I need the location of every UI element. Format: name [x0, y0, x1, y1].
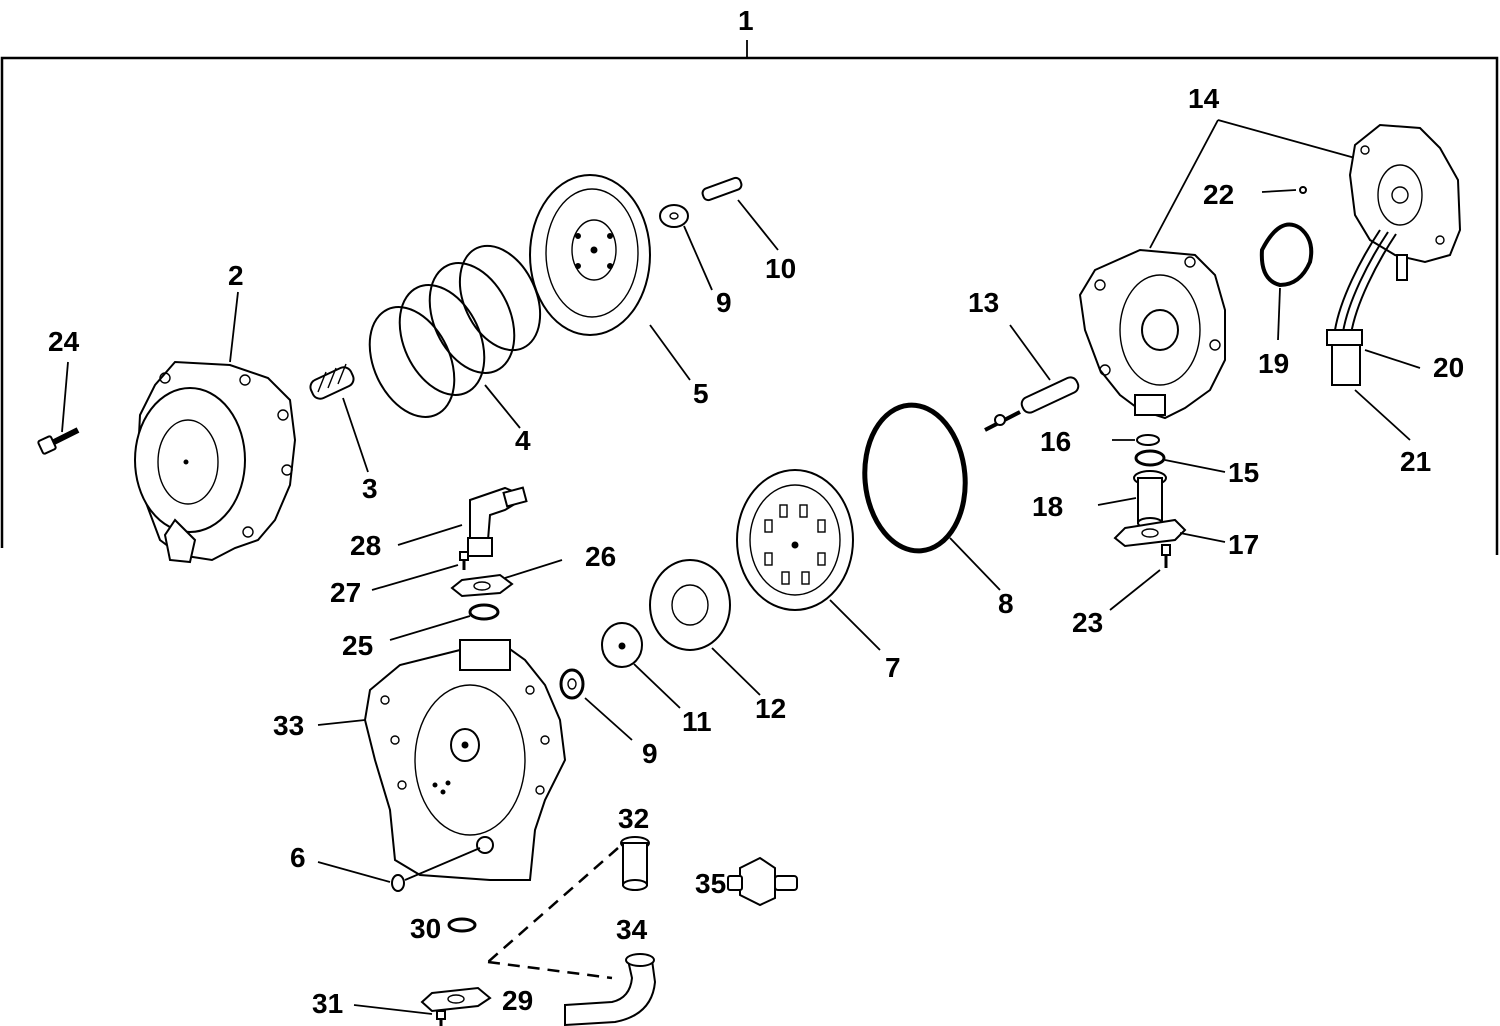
label-part-14: 14	[1188, 83, 1220, 114]
part-16-washer	[1112, 434, 1160, 446]
label-part-32: 32	[618, 803, 649, 834]
label-part-19: 19	[1258, 348, 1289, 379]
label-part-15: 15	[1228, 457, 1259, 488]
part-10-pin	[701, 176, 779, 251]
part-13-valve	[984, 324, 1080, 432]
label-part-4: 4	[515, 425, 531, 456]
part-25-o-ring	[389, 603, 500, 641]
label-part-27: 27	[330, 577, 361, 608]
part-26-flange	[450, 559, 563, 598]
label-part-12: 12	[755, 693, 786, 724]
part-22-ball	[1261, 186, 1307, 194]
part-17-flange	[1113, 518, 1226, 548]
label-part-8: 8	[998, 588, 1014, 619]
label-part-2: 2	[228, 260, 244, 291]
label-part-29: 29	[502, 985, 533, 1016]
part-2-end-cover	[134, 291, 297, 564]
part-23-screw	[1109, 544, 1171, 611]
part-20-21-sensor	[1326, 123, 1462, 441]
part-9-washer-lower	[559, 668, 633, 741]
label-part-9-lower: 9	[642, 738, 658, 769]
label-part-7: 7	[885, 652, 901, 683]
part-29-flange	[420, 986, 492, 1013]
part-24-screw	[37, 361, 80, 455]
label-part-10: 10	[765, 253, 796, 284]
label-part-22: 22	[1203, 179, 1234, 210]
assembly-bracket	[0, 40, 1499, 555]
label-part-26: 26	[585, 541, 616, 572]
part-5-diaphragm-cup	[529, 174, 691, 381]
part-6-o-ring	[317, 847, 481, 892]
label-part-35: 35	[695, 868, 726, 899]
part-8-o-ring	[862, 402, 1001, 591]
part-4-large-spring	[368, 244, 542, 429]
part-32-fitting	[620, 836, 650, 891]
part-3-small-spring	[309, 363, 369, 473]
dashed-guide	[487, 847, 619, 980]
label-part-34: 34	[616, 914, 648, 945]
label-part-6: 6	[290, 842, 306, 873]
part-28-elbow-fitting	[397, 486, 528, 557]
part-30-o-ring	[447, 917, 477, 933]
part-27-screw	[371, 551, 469, 591]
label-part-23: 23	[1072, 607, 1103, 638]
part-12-flat-washer	[649, 559, 761, 696]
part-9-washer-upper	[659, 204, 713, 291]
part-33-pump-body	[317, 639, 567, 881]
label-assembly: 1	[738, 5, 754, 36]
label-part-9-upper: 9	[716, 287, 732, 318]
part-18-fitting	[1097, 470, 1167, 529]
part-11-disc	[601, 622, 681, 709]
label-part-20: 20	[1433, 352, 1464, 383]
label-part-28: 28	[350, 530, 381, 561]
label-part-33: 33	[273, 710, 304, 741]
part-31-screw	[353, 1004, 446, 1026]
label-part-31: 31	[312, 988, 343, 1019]
label-part-3: 3	[362, 473, 378, 504]
label-part-5: 5	[693, 378, 709, 409]
part-34-elbow-tube	[564, 953, 657, 1026]
label-part-24: 24	[48, 326, 80, 357]
label-part-13: 13	[968, 287, 999, 318]
label-part-21: 21	[1400, 446, 1431, 477]
part-7-piston-cover	[736, 469, 881, 651]
part-19-gasket	[1259, 222, 1314, 341]
label-part-17: 17	[1228, 529, 1259, 560]
label-part-11: 11	[682, 706, 712, 737]
part-35-sensor-fitting	[727, 856, 798, 907]
label-part-18: 18	[1032, 491, 1063, 522]
label-part-25: 25	[342, 630, 373, 661]
part-14-valve-housing	[1078, 119, 1356, 420]
label-part-30: 30	[410, 913, 441, 944]
part-15-o-ring	[1134, 449, 1226, 473]
label-part-16: 16	[1040, 426, 1071, 457]
